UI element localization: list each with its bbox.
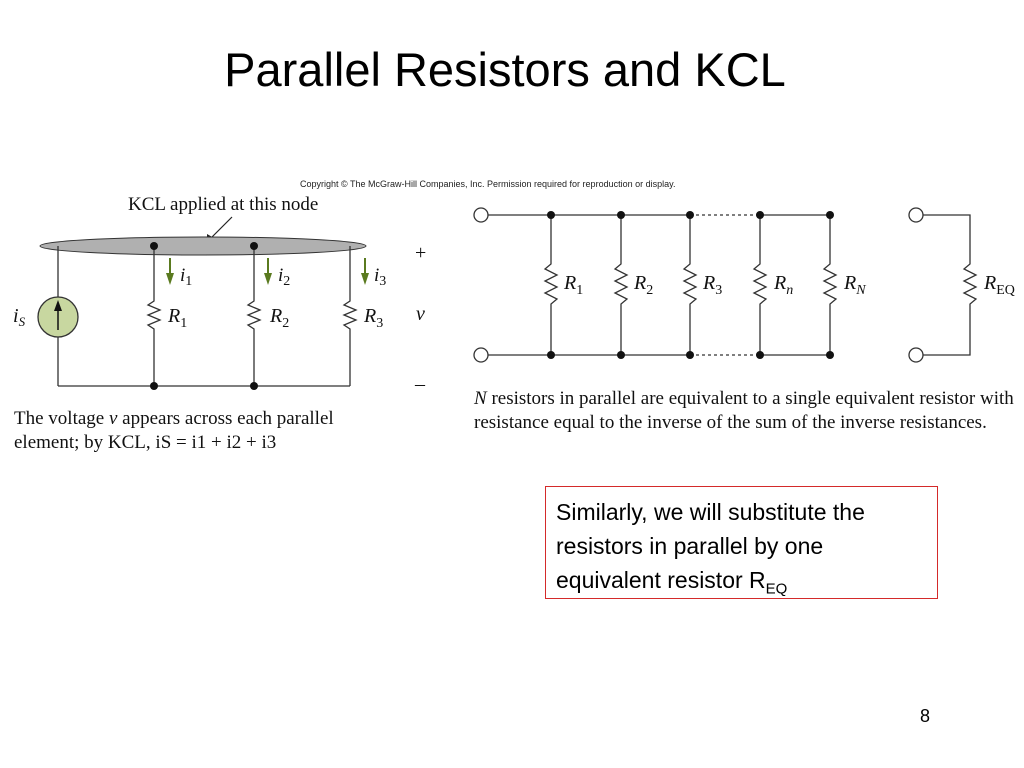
equivalent-label: REQ	[983, 272, 1015, 298]
parallel-label-rN: RN	[843, 272, 866, 298]
kcl-circuit-figure: KCL applied at this node iS	[13, 194, 426, 395]
resistor-label-r2: R2	[269, 305, 289, 331]
callout-text: Similarly, we will substitute the resist…	[556, 499, 865, 593]
resistor-rn-parallel	[752, 260, 768, 310]
current-arrow-i2-icon	[264, 273, 272, 285]
terminal-top-right	[908, 207, 924, 223]
resistor-label-r1: R1	[167, 305, 187, 331]
resistor-r1-parallel	[543, 260, 559, 310]
resistor-req	[962, 260, 978, 310]
current-label-i1: i1	[180, 265, 192, 289]
current-arrow-i3-icon	[361, 273, 369, 285]
resistor-r2-parallel	[613, 260, 629, 310]
right-caption: N resistors in parallel are equivalent t…	[474, 388, 1014, 433]
voltage-plus: +	[415, 242, 426, 264]
parallel-label-r1: R1	[563, 272, 583, 298]
current-label-i3: i3	[374, 265, 386, 289]
resistor-r3	[342, 298, 358, 334]
node-label: KCL applied at this node	[128, 194, 318, 215]
kcl-equation: iS = i1 + i2 + i3	[155, 432, 277, 453]
current-arrow-i1-icon	[166, 273, 174, 285]
source-label: iS	[13, 305, 26, 329]
terminal-bottom-left	[473, 347, 489, 363]
parallel-resistors-figure: R1 R2 R3 Rn RN REQ	[473, 207, 1015, 363]
callout-box: Similarly, we will substitute the resist…	[545, 486, 938, 599]
current-label-i2: i2	[278, 265, 290, 289]
resistor-r2	[246, 298, 262, 334]
callout-subscript: EQ	[765, 580, 788, 598]
slide-title: Parallel Resistors and KCL	[224, 43, 786, 96]
copyright-notice: Copyright © The McGraw-Hill Companies, I…	[300, 179, 676, 189]
left-caption: The voltage v appears across each parall…	[14, 408, 334, 453]
terminal-top-left	[473, 207, 489, 223]
page-number: 8	[920, 706, 931, 726]
resistor-r1	[146, 298, 162, 334]
parallel-label-r2: R2	[633, 272, 653, 298]
voltage-label: v	[416, 303, 425, 325]
terminal-bottom-right	[908, 347, 924, 363]
resistor-rN-parallel	[822, 260, 838, 310]
parallel-label-r3: R3	[702, 272, 722, 298]
resistor-r3-parallel	[682, 260, 698, 310]
parallel-label-rn: Rn	[773, 272, 793, 298]
voltage-minus: –	[414, 373, 426, 395]
top-node-ellipse	[39, 236, 367, 256]
source-arrow-icon	[54, 300, 62, 311]
resistor-label-r3: R3	[363, 305, 383, 331]
